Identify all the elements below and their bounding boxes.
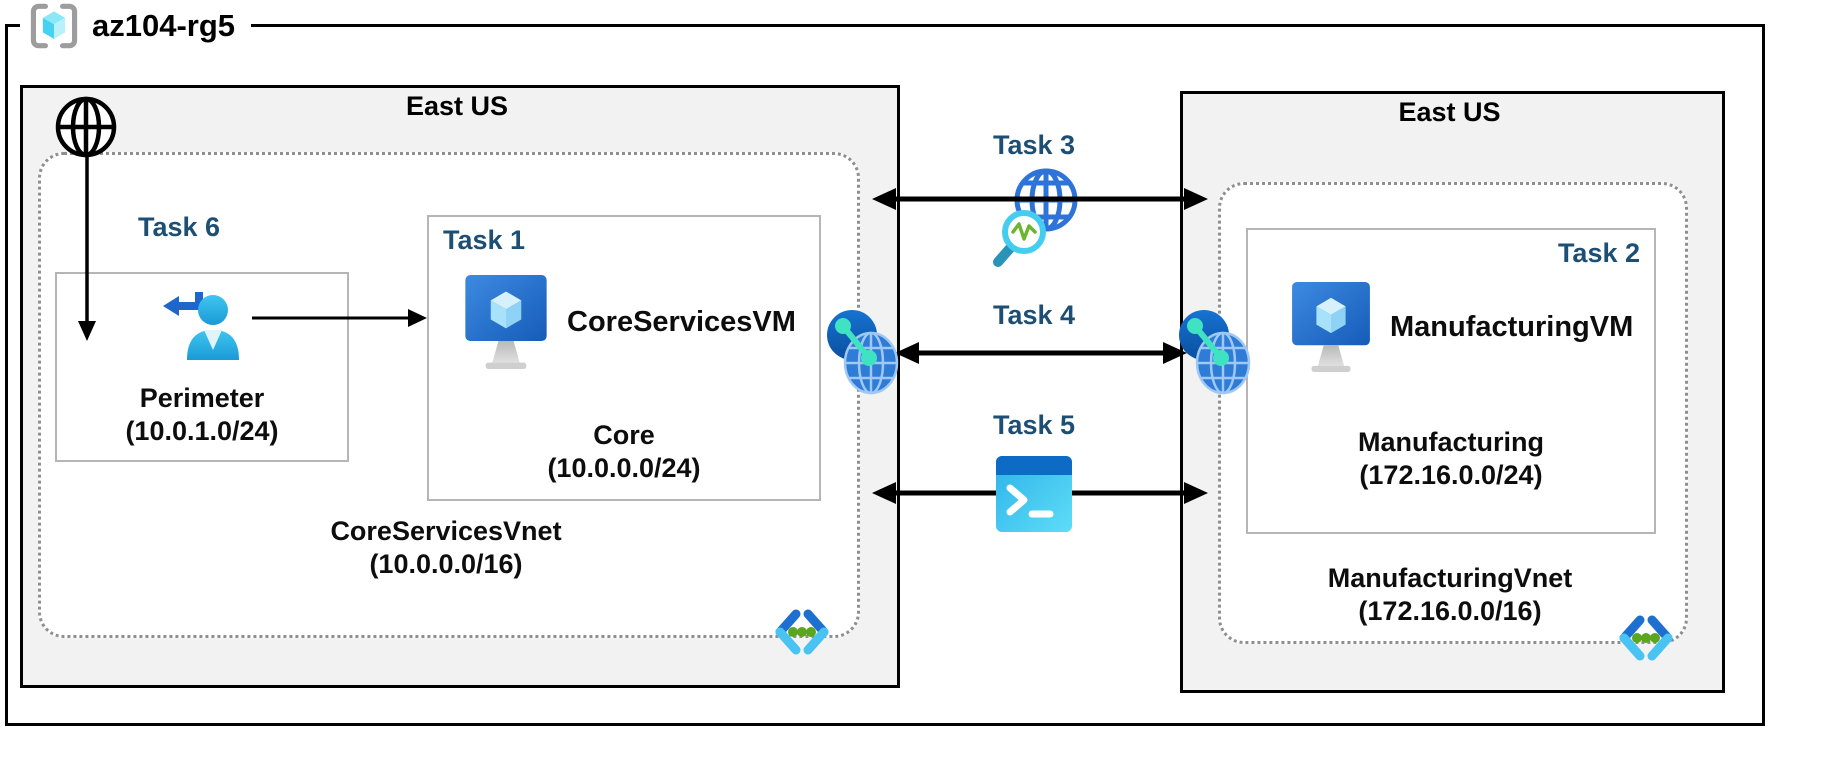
vnet-name: CoreServicesVnet [330,516,562,546]
task5-label: Task 5 [992,410,1076,440]
network-watcher-icon [986,166,1086,270]
core-vm-row: CoreServicesVM [465,275,796,369]
subnet-cidr: (172.16.0.0/24) [1359,460,1543,491]
task3-arrow [872,186,1208,212]
resource-group-name: az104-rg5 [92,8,236,43]
task1-label: Task 1 [443,225,526,255]
vm-icon [465,275,547,369]
vm-icon [1292,282,1370,372]
resource-group-icon [26,2,82,50]
task4-arrow [895,340,1187,366]
core-subnet-caption: Core (10.0.0.0/24) [429,419,819,485]
vnet-icon [770,606,834,658]
task4-label: Task 4 [992,300,1076,330]
region-left-title: East US [405,91,509,121]
task3-label: Task 3 [992,130,1076,160]
task2-label: Task 2 [1557,238,1640,268]
core-services-vnet-label: CoreServicesVnet (10.0.0.0/16) [38,515,854,581]
manufacturing-vm-row: ManufacturingVM [1292,282,1633,372]
perimeter-to-core-arrow [252,306,428,330]
manufacturing-subnet-caption: Manufacturing (172.16.0.0/24) [1248,426,1654,492]
perimeter-subnet-caption: Perimeter (10.0.1.0/24) [57,382,347,448]
subnet-name: Manufacturing [1358,427,1544,458]
manufacturing-subnet-box: Task 2 [1246,228,1656,534]
vnet-peering-icon [824,308,902,396]
vnet-peering-icon [1176,308,1254,396]
vnet-cidr: (10.0.0.0/16) [369,548,523,579]
subnet-cidr: (10.0.1.0/24) [125,416,279,447]
vnet-name: ManufacturingVnet [1327,563,1573,593]
core-subnet-box: Task 1 [427,215,821,501]
internet-to-perimeter-arrow [76,157,98,343]
manufacturing-vm-name: ManufacturingVM [1390,310,1634,343]
subnet-name: Perimeter [139,383,265,414]
vnet-cidr: (172.16.0.0/16) [1358,595,1542,626]
cloud-shell-icon [996,456,1072,532]
subnet-cidr: (10.0.0.0/24) [547,453,701,484]
resource-group-header: az104-rg5 [20,0,252,52]
core-vm-name: CoreServicesVM [567,305,796,338]
vnet-icon [1614,612,1678,664]
globe-icon [54,94,118,160]
task6-label: Task 6 [138,212,221,242]
region-right-title: East US [1398,97,1501,127]
subnet-name: Core [593,420,655,451]
user-signin-icon [57,288,347,362]
manufacturing-vnet-label: ManufacturingVnet (172.16.0.0/16) [1218,562,1682,628]
perimeter-subnet-box: Perimeter (10.0.1.0/24) [55,272,349,462]
